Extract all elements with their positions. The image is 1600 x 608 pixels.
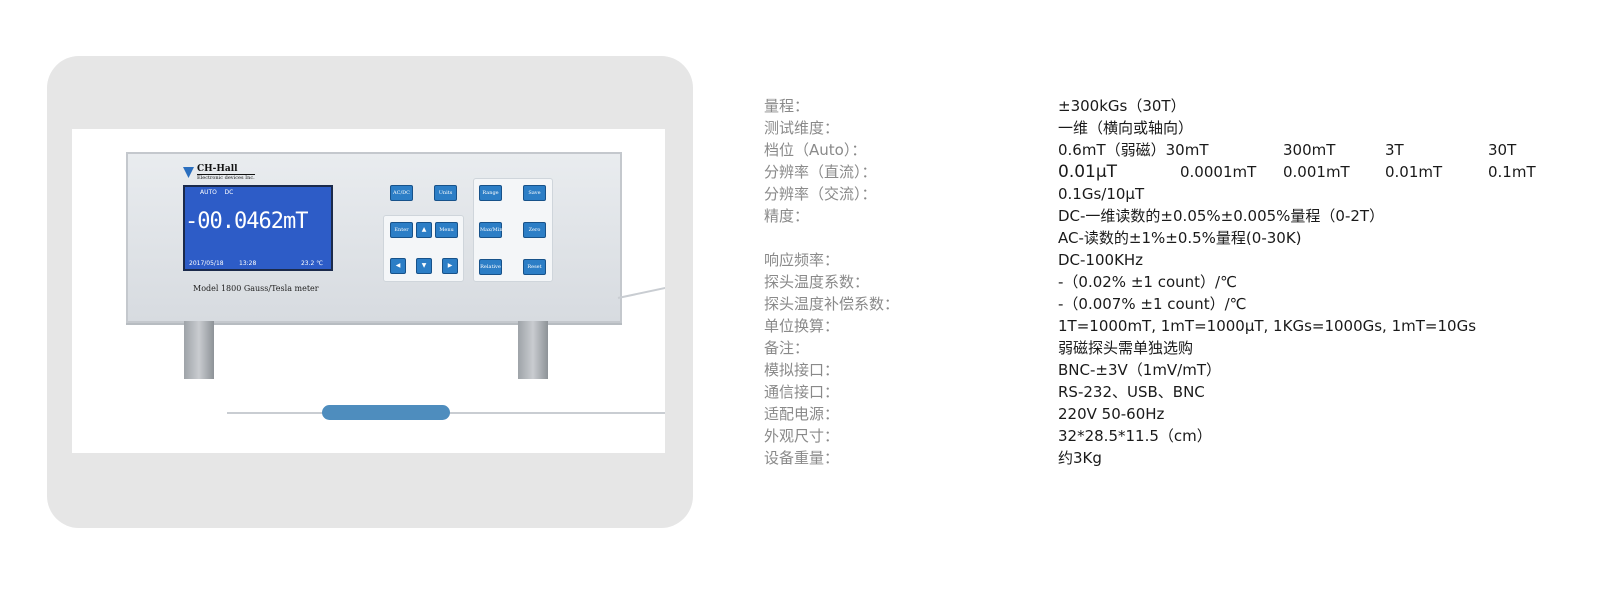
lcd-mode-dc: DC — [224, 189, 234, 196]
brand-logo-icon — [183, 167, 194, 178]
spec-label: 适配电源： — [764, 405, 840, 423]
spec-label: 量程： — [764, 97, 810, 115]
enter-button[interactable]: Enter — [390, 222, 413, 238]
spec-column-cell: 0.1mT — [1488, 163, 1536, 181]
spec-value: DC-100KHz — [1058, 251, 1144, 269]
device-cable — [617, 286, 665, 299]
gaussmeter-front-panel: CH-Hall Electronic devices Inc. AUTO DC … — [126, 152, 622, 323]
zero-button[interactable]: Zero — [523, 222, 546, 238]
left-arrow-icon[interactable]: ◀ — [390, 258, 406, 274]
menu-button[interactable]: Menu — [435, 222, 458, 238]
spec-value: 弱磁探头需单独选购 — [1058, 339, 1194, 357]
spec-column-cell: 0.0001mT — [1180, 163, 1257, 181]
spec-value: DC-一维读数的±0.05%±0.005%量程（0-2T） — [1058, 207, 1385, 225]
lcd-reading: -00.0462mT — [185, 209, 308, 234]
relative-button[interactable]: Relative — [479, 259, 502, 275]
spec-value: ±300kGs（30T） — [1058, 97, 1186, 115]
spec-label: 外观尺寸： — [764, 427, 840, 445]
spec-label: 档位（Auto）： — [764, 141, 867, 159]
spec-column-cell: 0.01mT — [1385, 163, 1443, 181]
spec-value: 一维（横向或轴向） — [1058, 119, 1194, 137]
spec-label: 响应频率： — [764, 251, 840, 269]
spec-label: 单位换算： — [764, 317, 840, 335]
hall-probe — [322, 405, 450, 420]
spec-value: RS-232、USB、BNC — [1058, 383, 1205, 401]
spec-label: 探头温度补偿系数： — [764, 295, 900, 313]
lcd-display: AUTO DC -00.0462mT 2017/05/18 13:28 23.2… — [183, 185, 333, 271]
spec-value: 1T=1000mT, 1mT=1000μT, 1KGs=1000Gs, 1mT=… — [1058, 317, 1477, 335]
spec-column-cell: 0.01µT — [1058, 162, 1118, 182]
spec-label: 探头温度系数： — [764, 273, 870, 291]
navigation-keypad: Enter ▲ Menu ◀ ▼ ▶ — [383, 215, 464, 282]
spec-column-cell: 30T — [1488, 141, 1517, 159]
spec-value: 0.1Gs/10μT — [1058, 185, 1145, 203]
acdc-button[interactable]: AC/DC — [390, 185, 413, 201]
spec-value: BNC-±3V（1mV/mT） — [1058, 361, 1222, 379]
lcd-time: 13:28 — [239, 260, 257, 267]
spec-column-cell: 0.6mT（弱磁）30mT — [1058, 141, 1209, 159]
brand-subtitle: Electronic devices Inc. — [197, 174, 255, 181]
range-button[interactable]: Range — [479, 185, 502, 201]
spec-label: 测试维度： — [764, 119, 840, 137]
save-button[interactable]: Save — [523, 185, 546, 201]
function-keypad: Range Save Max/Min Zero Relative Reset — [473, 178, 553, 282]
units-button[interactable]: Units — [434, 185, 457, 201]
brand-name: CH-Hall — [197, 164, 238, 174]
lcd-mode: AUTO DC — [200, 189, 233, 196]
lcd-mode-auto: AUTO — [200, 189, 217, 196]
spec-label: 精度： — [764, 207, 810, 225]
spec-value: 约3Kg — [1058, 449, 1102, 467]
lcd-date: 2017/05/18 — [189, 260, 224, 267]
product-panel: CH-Hall Electronic devices Inc. AUTO DC … — [47, 56, 693, 528]
max-min-button[interactable]: Max/Min — [479, 222, 503, 238]
down-arrow-icon[interactable]: ▼ — [416, 258, 432, 274]
spec-column-cell: 0.001mT — [1283, 163, 1350, 181]
reset-button[interactable]: Reset — [523, 259, 546, 275]
spec-value: 220V 50-60Hz — [1058, 405, 1165, 423]
brand-logo: CH-Hall Electronic devices Inc. — [183, 164, 255, 181]
spec-label: 设备重量： — [764, 449, 840, 467]
spec-label: 模拟接口： — [764, 361, 840, 379]
spec-value: -（0.02% ±1 count）/℃ — [1058, 273, 1237, 291]
spec-value: 32*28.5*11.5（cm） — [1058, 427, 1212, 445]
spec-column-cell: 300mT — [1283, 141, 1336, 159]
product-photo: CH-Hall Electronic devices Inc. AUTO DC … — [72, 129, 665, 453]
spec-value: -（0.007% ±1 count）/℃ — [1058, 295, 1247, 313]
up-arrow-icon[interactable]: ▲ — [416, 222, 432, 238]
spec-label: 分辨率（直流）： — [764, 163, 877, 181]
device-left-foot — [184, 321, 214, 379]
device-right-foot — [518, 321, 548, 379]
spec-label: 备注： — [764, 339, 810, 357]
spec-value: AC-读数的±1%±0.5%量程(0-30K) — [1058, 229, 1302, 247]
spec-column-cell: 3T — [1385, 141, 1404, 159]
spec-label: 通信接口： — [764, 383, 840, 401]
spec-label: 分辨率（交流）： — [764, 185, 877, 203]
lcd-temperature: 23.2 ℃ — [300, 260, 323, 267]
right-arrow-icon[interactable]: ▶ — [442, 258, 458, 274]
model-label: Model 1800 Gauss/Tesla meter — [193, 284, 319, 293]
